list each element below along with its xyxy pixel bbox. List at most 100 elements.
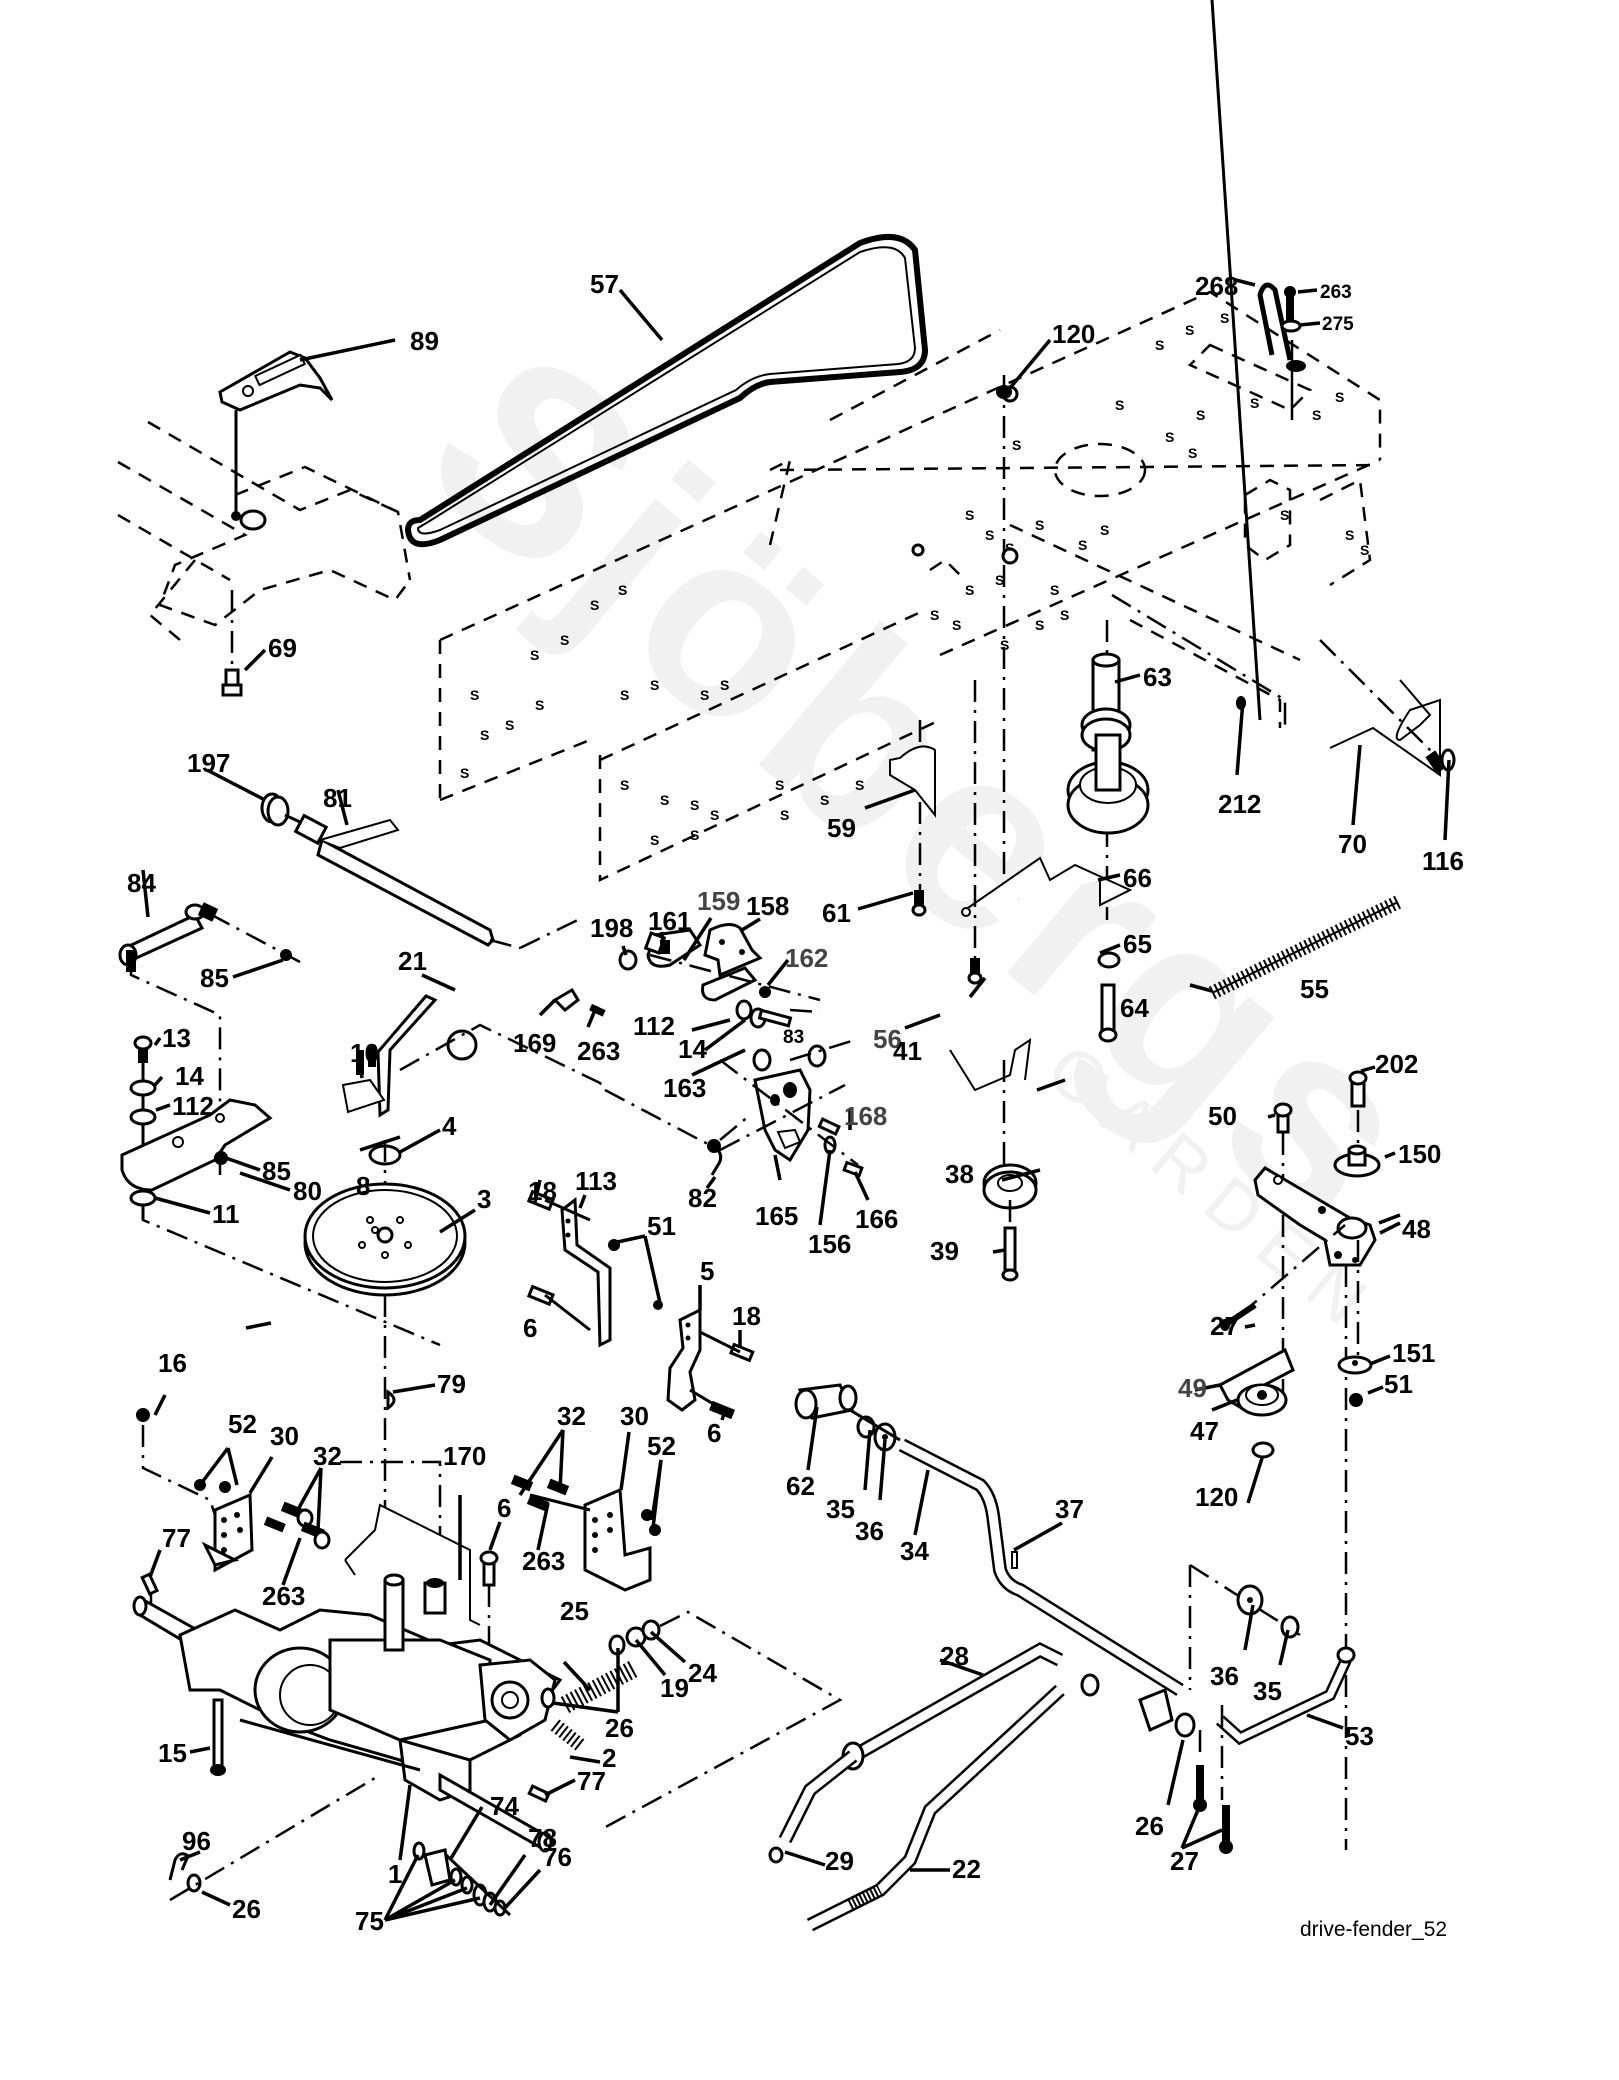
callout-36[interactable]: 36: [855, 1516, 884, 1546]
callout-56[interactable]: 56: [873, 1024, 902, 1054]
callout-11[interactable]: 11: [212, 1199, 240, 1229]
callout-263d[interactable]: 263: [522, 1546, 565, 1576]
callout-26c[interactable]: 26: [232, 1894, 261, 1924]
callout-32b[interactable]: 32: [557, 1401, 586, 1431]
callout-3[interactable]: 3: [477, 1184, 491, 1214]
callout-163[interactable]: 163: [663, 1073, 706, 1103]
callout-158[interactable]: 158: [746, 891, 789, 921]
callout-75[interactable]: 75: [355, 1906, 384, 1936]
callout-161[interactable]: 161: [648, 906, 691, 936]
callout-41[interactable]: 41: [893, 1036, 922, 1066]
callout-81[interactable]: 81: [323, 783, 352, 813]
callout-79[interactable]: 79: [437, 1369, 466, 1399]
callout-27[interactable]: 27: [1210, 1311, 1239, 1341]
callout-62[interactable]: 62: [786, 1471, 815, 1501]
callout-29[interactable]: 29: [825, 1846, 854, 1876]
callout-35b[interactable]: 35: [1253, 1676, 1282, 1706]
callout-36b[interactable]: 36: [1210, 1661, 1239, 1691]
callout-66[interactable]: 66: [1123, 863, 1152, 893]
callout-77b[interactable]: 77: [577, 1766, 606, 1796]
callout-82[interactable]: 82: [688, 1183, 717, 1213]
callout-51b[interactable]: 51: [1384, 1369, 1413, 1399]
callout-47[interactable]: 47: [1190, 1416, 1219, 1446]
callout-18[interactable]: 18: [528, 1176, 557, 1206]
callout-14[interactable]: 14: [678, 1034, 707, 1064]
callout-34[interactable]: 34: [900, 1536, 929, 1566]
callout-151[interactable]: 151: [1392, 1338, 1435, 1368]
callout-76[interactable]: 76: [543, 1842, 572, 1872]
callout-112b[interactable]: 112: [172, 1091, 214, 1121]
callout-268[interactable]: 268: [1195, 271, 1238, 301]
callout-113[interactable]: 113: [575, 1166, 617, 1196]
callout-78[interactable]: 78: [528, 1823, 557, 1853]
callout-83[interactable]: 83: [783, 1027, 804, 1048]
callout-6c[interactable]: 6: [497, 1493, 511, 1523]
callout-59[interactable]: 59: [827, 813, 856, 843]
callout-16[interactable]: 16: [158, 1348, 187, 1378]
callout-162[interactable]: 162: [785, 943, 828, 973]
callout-52[interactable]: 52: [228, 1409, 257, 1439]
callout-22[interactable]: 22: [952, 1854, 981, 1884]
callout-24[interactable]: 24: [688, 1658, 717, 1688]
callout-156[interactable]: 156: [808, 1229, 851, 1259]
callout-168[interactable]: 168: [844, 1101, 887, 1131]
callout-64[interactable]: 64: [1120, 993, 1149, 1023]
callout-80[interactable]: 80: [293, 1176, 322, 1206]
callout-4[interactable]: 4: [442, 1111, 457, 1141]
callout-28[interactable]: 28: [940, 1641, 969, 1671]
callout-57[interactable]: 57: [590, 269, 619, 299]
callout-21[interactable]: 21: [398, 946, 427, 976]
callout-89[interactable]: 89: [410, 326, 439, 356]
callout-85[interactable]: 85: [200, 963, 229, 993]
callout-65[interactable]: 65: [1123, 929, 1152, 959]
callout-53[interactable]: 53: [1345, 1721, 1374, 1751]
callout-169[interactable]: 169: [513, 1028, 556, 1058]
callout-69[interactable]: 69: [268, 633, 297, 663]
callout-120b[interactable]: 120: [1195, 1482, 1238, 1512]
callout-30b[interactable]: 30: [620, 1401, 649, 1431]
callout-8[interactable]: 8: [356, 1171, 370, 1201]
callout-1[interactable]: 1: [388, 1859, 402, 1889]
callout-18b[interactable]: 18: [732, 1301, 761, 1331]
callout-5[interactable]: 5: [700, 1256, 714, 1286]
callout-112[interactable]: 112: [633, 1011, 675, 1041]
callout-202[interactable]: 202: [1375, 1049, 1418, 1079]
callout-27b[interactable]: 27: [1170, 1846, 1199, 1876]
callout-120[interactable]: 120: [1052, 319, 1095, 349]
callout-48[interactable]: 48: [1402, 1214, 1431, 1244]
callout-159[interactable]: 159: [697, 886, 740, 916]
callout-275[interactable]: 275: [1322, 314, 1354, 335]
callout-197[interactable]: 197: [187, 748, 230, 778]
callout-50[interactable]: 50: [1208, 1101, 1237, 1131]
callout-6b[interactable]: 6: [707, 1418, 721, 1448]
callout-2[interactable]: 2: [602, 1743, 616, 1773]
callout-32[interactable]: 32: [313, 1441, 342, 1471]
callout-85b[interactable]: 85: [262, 1156, 291, 1186]
callout-6[interactable]: 6: [523, 1313, 537, 1343]
callout-55[interactable]: 55: [1300, 974, 1329, 1004]
callout-37[interactable]: 37: [1055, 1494, 1084, 1524]
callout-198[interactable]: 198: [590, 913, 633, 943]
callout-263[interactable]: 263: [1320, 282, 1352, 303]
callout-150[interactable]: 150: [1398, 1139, 1441, 1169]
callout-25[interactable]: 25: [560, 1596, 589, 1626]
callout-166[interactable]: 166: [855, 1204, 898, 1234]
callout-49[interactable]: 49: [1178, 1373, 1207, 1403]
callout-13[interactable]: 13: [162, 1023, 191, 1053]
callout-74[interactable]: 74: [490, 1791, 519, 1821]
callout-51[interactable]: 51: [647, 1211, 676, 1241]
callout-30[interactable]: 30: [270, 1421, 299, 1451]
callout-170[interactable]: 170: [443, 1441, 486, 1471]
callout-10[interactable]: 10: [350, 1038, 379, 1068]
callout-61[interactable]: 61: [822, 898, 851, 928]
callout-212[interactable]: 212: [1218, 789, 1261, 819]
callout-38[interactable]: 38: [945, 1159, 974, 1189]
callout-165[interactable]: 165: [755, 1201, 798, 1231]
callout-84[interactable]: 84: [127, 868, 156, 898]
callout-15[interactable]: 15: [158, 1738, 187, 1768]
callout-116[interactable]: 116: [1422, 846, 1464, 876]
callout-35[interactable]: 35: [826, 1494, 855, 1524]
callout-63[interactable]: 63: [1143, 662, 1172, 692]
callout-26b[interactable]: 26: [1135, 1811, 1164, 1841]
callout-19[interactable]: 19: [660, 1673, 689, 1703]
